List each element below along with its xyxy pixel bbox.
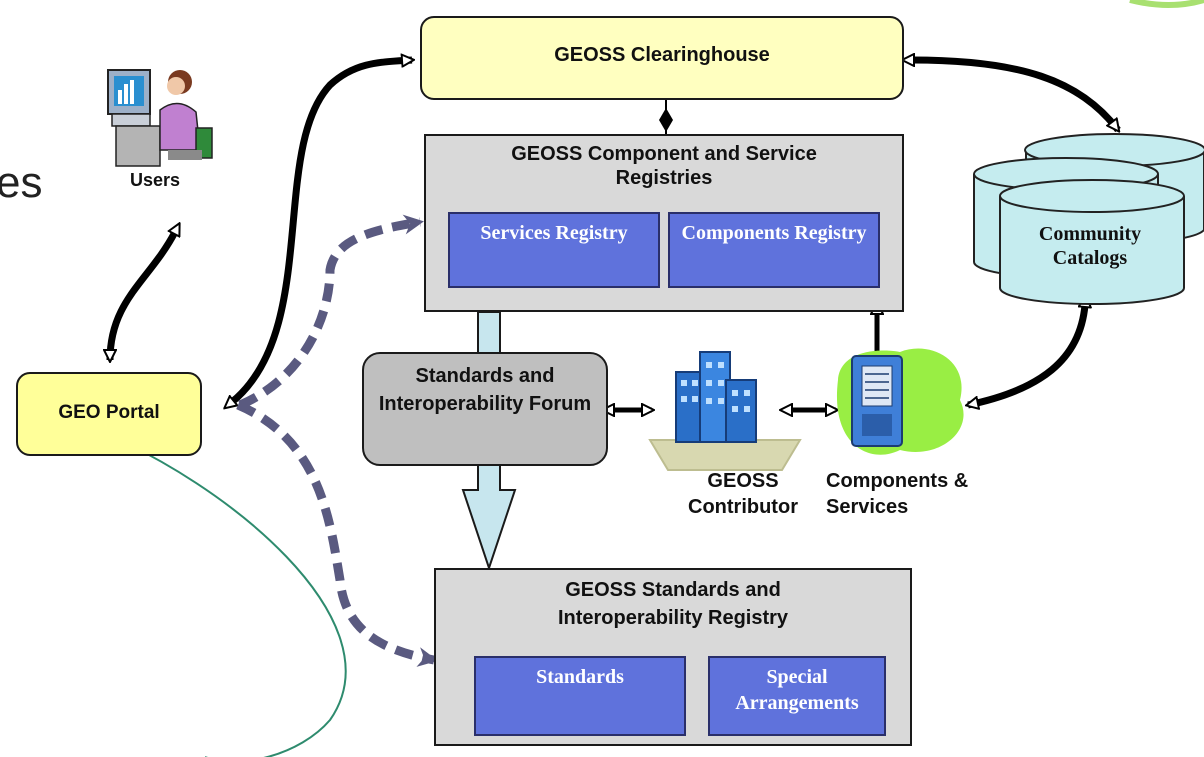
services-registry-label: Services Registry xyxy=(480,222,628,244)
special-arrangements-box[interactable]: Special Arrangements xyxy=(708,656,886,736)
arrow-users-portal xyxy=(110,232,175,360)
standards-registry-title: GEOSS Standards and Interoperability Reg… xyxy=(557,579,789,629)
services-registry-box[interactable]: Services Registry xyxy=(448,212,660,288)
contributor-label: GEOSS Contributor xyxy=(688,470,798,518)
clearinghouse-label: GEOSS Clearinghouse xyxy=(554,44,770,66)
special-arrangements-label: Special Arrangements xyxy=(735,666,859,714)
diamond-marker xyxy=(659,108,673,132)
clearinghouse-box[interactable]: GEOSS Clearinghouse xyxy=(420,16,904,100)
components-registry-box[interactable]: Components Registry xyxy=(668,212,880,288)
arrow-portal-clearinghouse xyxy=(232,60,412,402)
component-registries-title: GEOSS Component and Service Registries xyxy=(511,143,817,189)
standards-registry-box[interactable]: GEOSS Standards and Interoperability Reg… xyxy=(434,568,912,746)
standards-box[interactable]: Standards xyxy=(474,656,686,736)
partial-slide-text: es xyxy=(0,158,43,207)
arrow-clearinghouse-catalogs xyxy=(912,60,1121,130)
geo-portal-label: GEO Portal xyxy=(58,402,160,423)
forum-label: Standards and Interoperability Forum xyxy=(378,365,592,415)
forum-box[interactable]: Standards and Interoperability Forum xyxy=(362,352,608,466)
community-catalogs-label: Community Catalogs xyxy=(1038,223,1142,269)
component-registries-box[interactable]: GEOSS Component and Service Registries S… xyxy=(424,134,904,312)
standards-label: Standards xyxy=(536,666,624,688)
arrow-catalogs-components xyxy=(968,305,1085,405)
dashed-arrow-portal-standards xyxy=(236,400,438,667)
accent-stroke xyxy=(1129,0,1204,8)
users-label: Users xyxy=(130,170,181,190)
dashed-arrow-portal-registries xyxy=(238,214,424,410)
components-registry-label: Components Registry xyxy=(681,222,867,244)
geo-portal-box[interactable]: GEO Portal xyxy=(16,372,202,456)
annotation-curve xyxy=(99,431,347,757)
components-services-label: Components & Services xyxy=(826,470,969,518)
